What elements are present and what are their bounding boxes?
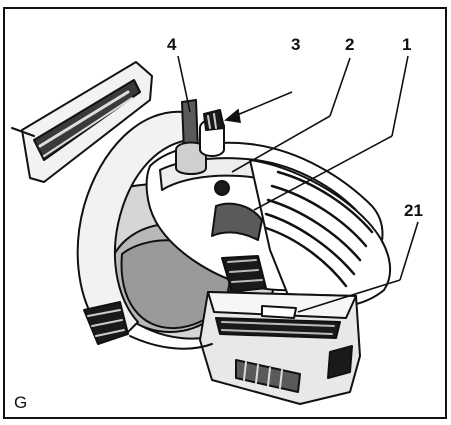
tension-knob: [175, 99, 225, 175]
leader-lines: [177, 55, 419, 313]
leader-1b: [253, 135, 393, 211]
figure-label: G: [14, 393, 27, 412]
callout-2: 2: [345, 35, 354, 54]
callout-1: 1: [402, 35, 411, 54]
leader-21b: [297, 279, 401, 313]
callout-3: 3: [291, 35, 300, 54]
side-button: [221, 255, 267, 293]
trigger: [211, 180, 263, 241]
leader-3: [229, 91, 293, 119]
leader-2b: [231, 115, 331, 173]
leader-1: [391, 55, 409, 137]
leader-4: [177, 55, 191, 113]
front-handle: [76, 110, 189, 345]
arrowhead-3: [224, 108, 241, 123]
chainsaw-illustration: [11, 61, 392, 405]
guide-bar: [11, 61, 153, 183]
callout-4: 4: [167, 35, 177, 54]
battery-pack: [199, 291, 361, 405]
leader-21: [399, 221, 419, 281]
callout-21: 21: [404, 201, 423, 220]
leader-2: [329, 57, 351, 117]
